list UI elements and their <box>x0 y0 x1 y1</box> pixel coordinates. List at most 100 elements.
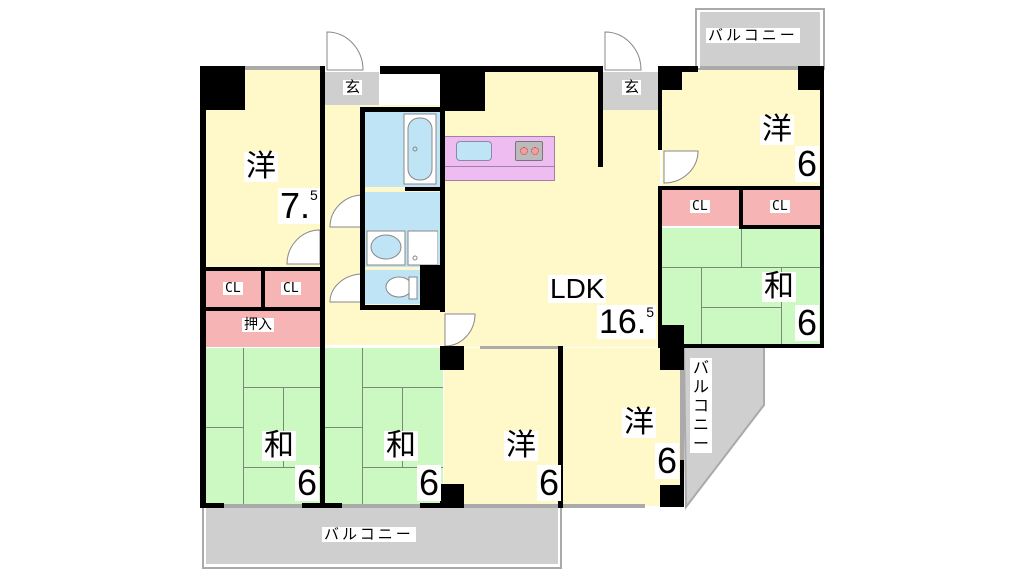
door-western-ne <box>663 150 699 184</box>
wall <box>405 187 440 191</box>
tatami-line <box>362 348 363 506</box>
wall <box>558 346 563 508</box>
wall <box>320 66 325 508</box>
wall <box>739 186 743 228</box>
tatami-line <box>402 387 403 467</box>
entrance-door-2 <box>604 31 642 71</box>
tatami-line <box>205 427 243 428</box>
tatami-line <box>741 228 742 268</box>
room-label-ldk: LDK <box>548 273 607 304</box>
window <box>700 66 798 70</box>
room-size-ldk: 16.5 <box>597 303 657 341</box>
tatami-line <box>243 467 323 468</box>
wall <box>660 485 684 507</box>
closet-label: CL <box>770 199 790 214</box>
bathtub-icon <box>403 113 437 185</box>
balcony-top-label: バルコニー <box>706 26 800 44</box>
wall <box>684 344 824 348</box>
wall <box>200 66 206 508</box>
wall <box>598 72 603 167</box>
wall <box>420 503 444 508</box>
room-size-japanese-sw1: 6 <box>295 462 320 503</box>
wall <box>445 66 485 111</box>
balcony-side-char: コ <box>692 396 709 415</box>
closet-label: CL <box>223 281 243 296</box>
size-sup: 5 <box>310 187 318 203</box>
wall <box>739 225 824 229</box>
tatami-line <box>701 267 702 346</box>
wall <box>360 107 445 112</box>
room-kanji-western-s1: 洋 <box>504 429 538 462</box>
room-kanji-japanese-e: 和 <box>762 270 796 303</box>
room-size-japanese-sw2: 6 <box>417 462 442 503</box>
closet-label: CL <box>281 281 301 296</box>
room-kanji-western-s2: 洋 <box>622 406 656 439</box>
wall <box>261 267 265 309</box>
balcony-bottom-label: バルコニー <box>322 525 416 543</box>
wall <box>440 72 445 312</box>
wall <box>200 307 324 311</box>
door-western-7-5 <box>286 229 321 265</box>
tatami-line <box>701 307 781 308</box>
door-toilet <box>329 273 364 303</box>
room-kanji-western-ne: 洋 <box>760 113 794 146</box>
room-size-western-7-5: 7.5 <box>278 188 320 224</box>
stove-icon <box>515 141 543 161</box>
toilet-icon <box>385 276 418 300</box>
wall <box>798 66 824 90</box>
entrance-label: 玄 <box>622 78 642 96</box>
balcony-side-label: バ ル コ ニ ー <box>690 358 712 453</box>
wall <box>660 325 684 370</box>
wall <box>200 66 245 110</box>
wall <box>360 107 365 310</box>
wall <box>380 66 485 74</box>
tatami-line <box>243 348 244 506</box>
wall <box>658 66 682 90</box>
wall <box>485 66 603 72</box>
room-size-western-s2: 6 <box>655 440 680 481</box>
balcony-side-char: バ <box>692 358 709 377</box>
wall <box>440 346 464 370</box>
wall <box>658 72 662 150</box>
tatami-line <box>362 467 443 468</box>
wall <box>420 265 442 310</box>
balcony-side-char: ニ <box>692 415 709 434</box>
window <box>680 370 684 460</box>
size-main: 16 <box>599 303 637 341</box>
wall <box>658 186 662 348</box>
room-size-western-ne: 6 <box>795 143 820 184</box>
door-bath <box>329 194 364 228</box>
burner-icon <box>520 147 528 155</box>
window <box>245 66 320 70</box>
kitchen-counter-divider <box>444 166 555 167</box>
size-dot: . <box>300 185 311 226</box>
size-main: 7 <box>280 185 301 226</box>
balcony-side-char: ー <box>692 434 709 453</box>
kitchen-sink-icon <box>456 141 492 161</box>
size-sup: 5 <box>646 304 655 320</box>
closet-label: CL <box>690 199 710 214</box>
room-kanji-japanese-sw2: 和 <box>384 429 418 462</box>
tatami-line <box>662 267 820 268</box>
wall <box>302 503 342 508</box>
tatami-line <box>283 387 284 467</box>
room-kanji-western-7-5: 洋 <box>244 150 278 183</box>
tatami-line <box>781 267 782 346</box>
wall <box>680 460 684 507</box>
wall <box>360 305 445 310</box>
room-size-japanese-e: 6 <box>795 302 820 343</box>
entrance-label: 玄 <box>343 78 363 96</box>
window <box>480 346 560 349</box>
sink-icon <box>366 230 438 266</box>
tatami-line <box>325 427 362 428</box>
wall <box>440 484 464 508</box>
room-kanji-japanese-sw1: 和 <box>262 429 296 462</box>
entrance-door-1 <box>326 31 364 71</box>
size-dot: . <box>636 303 647 341</box>
burner-icon <box>531 147 539 155</box>
room-size-western-s1: 6 <box>537 462 562 503</box>
wall <box>200 503 224 508</box>
balcony-side-char: ル <box>692 377 709 396</box>
wall <box>820 66 824 348</box>
storage-label: 押入 <box>242 317 274 333</box>
